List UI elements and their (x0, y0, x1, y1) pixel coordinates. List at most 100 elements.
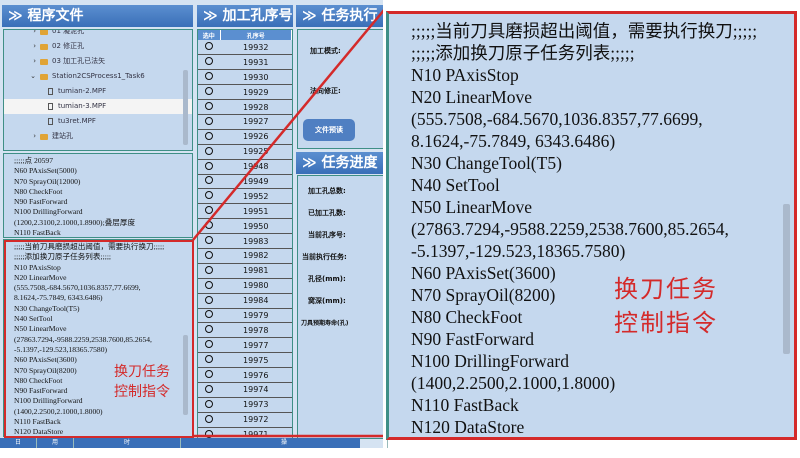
table-row[interactable]: 19974 (198, 382, 292, 398)
select-radio[interactable] (205, 206, 213, 215)
select-radio[interactable] (205, 72, 213, 81)
table-row[interactable]: 19950 (198, 218, 292, 235)
table-row[interactable]: 19932 (198, 40, 292, 56)
log-lower: ;;;;;当前刀具磨损超出阈值，需要执行换刀;;;;; ;;;;;添加换刀原子任… (3, 239, 193, 437)
progress-label: 已加工孔数: (308, 209, 346, 217)
table-row[interactable]: 19976 (198, 367, 292, 383)
col-number[interactable]: 孔序号 (220, 30, 292, 40)
table-row[interactable]: 19931 (198, 54, 292, 71)
select-radio[interactable] (205, 87, 213, 96)
select-radio[interactable] (205, 355, 213, 364)
zoomed-scrollbar[interactable] (783, 204, 790, 354)
table-row[interactable]: 19952 (198, 188, 292, 205)
tree-item[interactable]: tumian-2.MPF (4, 84, 192, 99)
folder-icon (40, 58, 48, 65)
table-row[interactable]: 19979 (198, 308, 292, 324)
file-icon (48, 103, 53, 110)
select-radio[interactable] (205, 370, 213, 379)
table-row[interactable]: 19978 (198, 322, 292, 339)
table-row[interactable]: 19983 (198, 233, 292, 249)
table-row[interactable]: 19927 (198, 114, 292, 130)
hole-number: 19929 (220, 84, 292, 101)
tree-item[interactable]: tu3ret.MPF (4, 114, 192, 129)
table-row[interactable]: 19973 (198, 397, 292, 413)
progress-label: 当前执行任务: (302, 253, 347, 261)
select-radio[interactable] (205, 116, 213, 125)
folder-icon (40, 30, 48, 35)
progress-label: 加工孔总数: (308, 187, 346, 195)
select-radio[interactable] (205, 384, 213, 393)
tree-item[interactable]: › 03 加工孔已法矢 (4, 54, 192, 69)
select-radio[interactable] (205, 280, 213, 289)
table-row[interactable]: 19975 (198, 352, 292, 369)
tree-item[interactable]: ›01 凝泥孔 (4, 29, 192, 39)
select-radio[interactable] (205, 146, 213, 155)
table-row[interactable]: 19948 (198, 159, 292, 175)
table-row[interactable]: 19926 (198, 129, 292, 145)
chevron-right-icon[interactable]: › (33, 132, 36, 140)
folder-icon (40, 133, 48, 140)
select-radio[interactable] (205, 236, 213, 245)
select-radio[interactable] (205, 310, 213, 319)
chevron-down-icon[interactable]: ⌄ (30, 72, 36, 80)
table-row[interactable]: 19928 (198, 99, 292, 115)
program-files-header: ≫ 程序文件 (2, 5, 193, 27)
file-icon (48, 118, 53, 125)
select-radio[interactable] (205, 325, 213, 334)
hole-number: 19975 (220, 352, 292, 369)
table-row[interactable]: 19925 (198, 144, 292, 160)
hole-number: 19931 (220, 54, 292, 71)
tree-item-label: tumian-2.MPF (58, 87, 107, 95)
file-tree[interactable]: ›01 凝泥孔›02 修正孔›03 加工孔已法矢⌄Station2CSProce… (3, 29, 193, 151)
tree-item[interactable]: ⌄Station2CSProcess1_Task6 (4, 69, 192, 84)
select-radio[interactable] (205, 295, 213, 304)
table-row[interactable]: 19929 (198, 84, 292, 101)
hole-number: 19979 (220, 308, 292, 324)
select-radio[interactable] (205, 42, 213, 51)
log-lower-text: ;;;;;当前刀具磨损超出阈值，需要执行换刀;;;;; ;;;;;添加换刀原子任… (14, 242, 165, 437)
table-row[interactable]: 19977 (198, 337, 292, 354)
table-row[interactable]: 19984 (198, 293, 292, 309)
select-radio[interactable] (205, 191, 213, 200)
select-radio[interactable] (205, 340, 213, 349)
select-radio[interactable] (205, 131, 213, 140)
select-radio[interactable] (205, 265, 213, 274)
chevron-right-icon[interactable]: › (33, 57, 36, 65)
tree-item[interactable]: tumian-3.MPF (4, 99, 192, 114)
hole-number: 19932 (220, 40, 292, 56)
holes-header: ≫ 加工孔序号 (197, 5, 293, 27)
folder-icon (40, 43, 48, 50)
tree-item[interactable]: ›02 修正孔 (4, 39, 192, 54)
hole-number: 19951 (220, 203, 292, 220)
chevron-right-icon[interactable]: › (33, 29, 36, 35)
hole-number: 19952 (220, 188, 292, 205)
table-row[interactable]: 19981 (198, 263, 292, 279)
hole-number: 19976 (220, 367, 292, 383)
hole-number: 19981 (220, 263, 292, 279)
table-row[interactable]: 19930 (198, 69, 292, 86)
table-row[interactable]: 19972 (198, 412, 292, 428)
annotation-large: 换刀任务控制指令 (614, 275, 718, 337)
log-scrollbar[interactable] (183, 335, 188, 415)
hole-number: 19930 (220, 69, 292, 86)
select-radio[interactable] (205, 399, 213, 408)
select-radio[interactable] (205, 414, 213, 423)
task-progress-panel: 加工孔总数:已加工孔数:当前孔序号:当前执行任务:孔径(mm):窝深(mm):刀… (297, 175, 387, 439)
select-radio[interactable] (205, 57, 213, 66)
zoomed-log-text: ;;;;;当前刀具磨损超出阈值，需要执行换刀;;;;; ;;;;;添加换刀原子任… (411, 21, 758, 437)
table-row[interactable]: 19982 (198, 248, 292, 264)
col-select[interactable]: 选中 (198, 30, 221, 40)
program-files-title: 程序文件 (27, 8, 84, 24)
chevron-right-icon[interactable]: › (33, 42, 36, 50)
holes-title: 加工孔序号 (222, 8, 293, 24)
select-radio[interactable] (205, 102, 213, 110)
select-radio[interactable] (205, 176, 213, 185)
table-row[interactable]: 19980 (198, 278, 292, 294)
select-radio[interactable] (205, 161, 213, 170)
select-radio[interactable] (205, 250, 213, 259)
tree-item-label: 03 加工孔已法矢 (52, 57, 106, 65)
tree-scrollbar[interactable] (183, 70, 188, 145)
tree-item[interactable]: ›建站孔 (4, 129, 192, 144)
file-preview-button[interactable]: 文件预读 (303, 119, 355, 141)
